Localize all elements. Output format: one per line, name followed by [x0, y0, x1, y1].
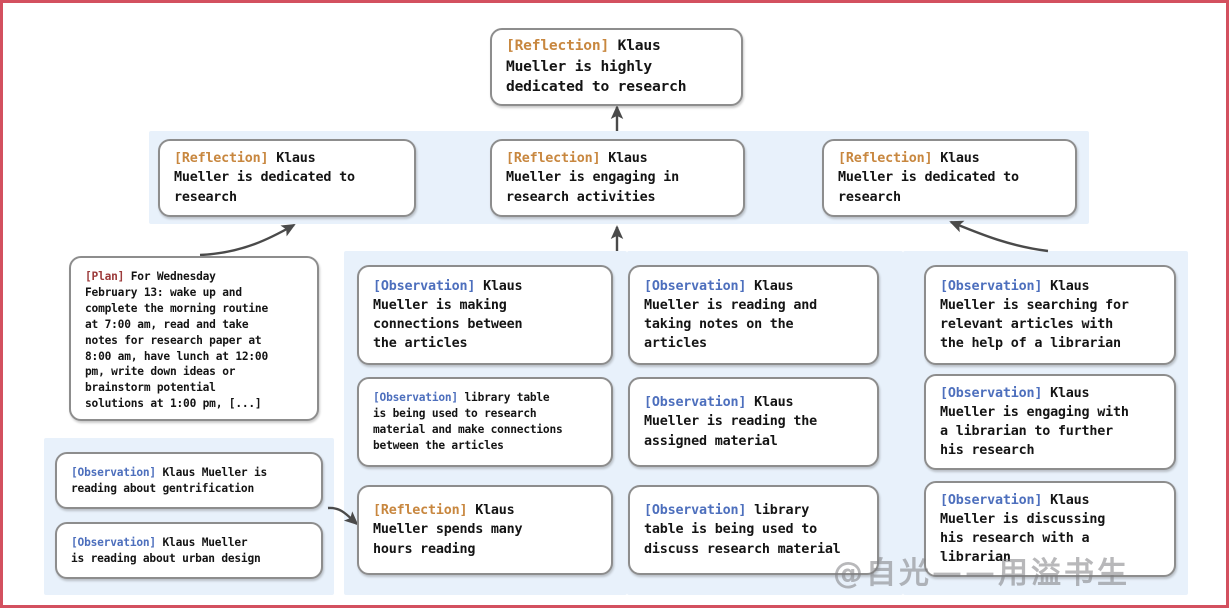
tag-reflection: [Reflection]: [373, 503, 468, 519]
node-text: [Reflection] Klaus Mueller is engaging i…: [506, 149, 679, 206]
tag-observation: [Observation]: [940, 492, 1043, 508]
node-body: library table is being used to research …: [373, 391, 563, 452]
node-text: [Observation] library table is being use…: [644, 501, 841, 558]
node-text: [Plan] For Wednesday February 13: wake u…: [85, 269, 268, 412]
node-text: [Observation] Klaus Mueller is making co…: [373, 277, 523, 353]
node-text: [Observation] Klaus Mueller is searching…: [940, 277, 1129, 353]
node-text: [Observation] Klaus Mueller is reading a…: [71, 465, 267, 497]
node-reflection-left[interactable]: [Reflection] Klaus Mueller is dedicated …: [158, 139, 416, 217]
tag-observation: [Observation]: [373, 391, 458, 405]
node-middle-evidence-3[interactable]: [Observation] library table is being use…: [628, 485, 879, 575]
node-text: [Observation] Klaus Mueller is discussin…: [940, 491, 1105, 567]
tag-reflection: [Reflection]: [838, 151, 933, 167]
tag-reflection: [Reflection]: [174, 151, 269, 167]
node-reflection-right[interactable]: [Reflection] Klaus Mueller is dedicated …: [822, 139, 1077, 217]
node-body: Klaus Mueller is highly dedicated to res…: [506, 36, 687, 96]
node-text: [Observation] Klaus Mueller is engaging …: [940, 384, 1129, 460]
node-body: Klaus Mueller is dedicated to research: [174, 151, 355, 205]
node-body: Klaus Mueller is reading about gentrific…: [71, 465, 268, 495]
tag-observation: [Observation]: [644, 503, 747, 519]
node-text: [Reflection] Klaus Mueller is dedicated …: [838, 149, 1019, 206]
node-left-evidence-1[interactable]: [Observation] Klaus Mueller is making co…: [357, 265, 613, 365]
tag-observation: [Observation]: [71, 465, 156, 479]
node-text: [Observation] Klaus Mueller is reading a…: [644, 277, 817, 353]
node-body: For Wednesday February 13: wake up and c…: [85, 270, 268, 411]
node-body: library table is being used to discuss r…: [644, 503, 841, 557]
node-body: Klaus Mueller is making connections betw…: [373, 278, 523, 352]
tag-observation: [Observation]: [940, 385, 1043, 401]
node-text: [Reflection] Klaus Mueller is dedicated …: [174, 149, 355, 206]
node-middle-evidence-1[interactable]: [Observation] Klaus Mueller is reading a…: [628, 265, 879, 365]
tag-observation: [Observation]: [940, 278, 1043, 294]
node-body: Klaus Mueller spends many hours reading: [373, 503, 523, 557]
node-reflection-middle[interactable]: [Reflection] Klaus Mueller is engaging i…: [490, 139, 745, 217]
node-root-reflection[interactable]: [Reflection] Klaus Mueller is highly ded…: [490, 28, 743, 106]
node-right-evidence-1[interactable]: [Observation] Klaus Mueller is searching…: [924, 265, 1176, 365]
node-text: [Observation] Klaus Mueller is reading a…: [71, 535, 261, 567]
node-body: Klaus Mueller is reading the assigned ma…: [644, 395, 817, 449]
node-body: Klaus Mueller is engaging with a librari…: [940, 385, 1129, 459]
arrow-rightcol-to-right-reflection: [949, 220, 1049, 253]
tag-reflection: [Reflection]: [506, 151, 601, 167]
tag-observation: [Observation]: [71, 535, 156, 549]
node-body: Klaus Mueller is engaging in research ac…: [506, 151, 679, 205]
node-left-evidence-3[interactable]: [Reflection] Klaus Mueller spends many h…: [357, 485, 613, 575]
tag-observation: [Observation]: [644, 278, 747, 294]
node-text: [Reflection] Klaus Mueller spends many h…: [373, 501, 523, 558]
arrow-plan-to-left-reflection: [199, 223, 296, 257]
node-text: [Observation] library table is being use…: [373, 390, 563, 454]
tag-observation: [Observation]: [644, 395, 747, 411]
node-bottomleft-observation-2[interactable]: [Observation] Klaus Mueller is reading a…: [55, 522, 323, 579]
node-body: Klaus Mueller is reading about urban des…: [71, 535, 261, 565]
node-text: [Observation] Klaus Mueller is reading t…: [644, 393, 817, 450]
node-body: Klaus Mueller is discussing his research…: [940, 492, 1106, 566]
node-text: [Reflection] Klaus Mueller is highly ded…: [506, 36, 687, 98]
node-left-evidence-2[interactable]: [Observation] library table is being use…: [357, 377, 613, 467]
tag-plan: [Plan]: [85, 270, 125, 283]
node-body: Klaus Mueller is dedicated to research: [838, 151, 1019, 205]
node-middle-evidence-2[interactable]: [Observation] Klaus Mueller is reading t…: [628, 377, 879, 467]
node-right-evidence-3[interactable]: [Observation] Klaus Mueller is discussin…: [924, 481, 1176, 577]
tag-reflection: [Reflection]: [506, 36, 610, 54]
node-plan[interactable]: [Plan] For Wednesday February 13: wake u…: [69, 256, 319, 421]
node-right-evidence-2[interactable]: [Observation] Klaus Mueller is engaging …: [924, 374, 1176, 470]
tag-observation: [Observation]: [373, 278, 476, 294]
node-body: Klaus Mueller is searching for relevant …: [940, 278, 1129, 352]
node-body: Klaus Mueller is reading and taking note…: [644, 278, 817, 352]
node-bottomleft-observation-1[interactable]: [Observation] Klaus Mueller is reading a…: [55, 452, 323, 509]
